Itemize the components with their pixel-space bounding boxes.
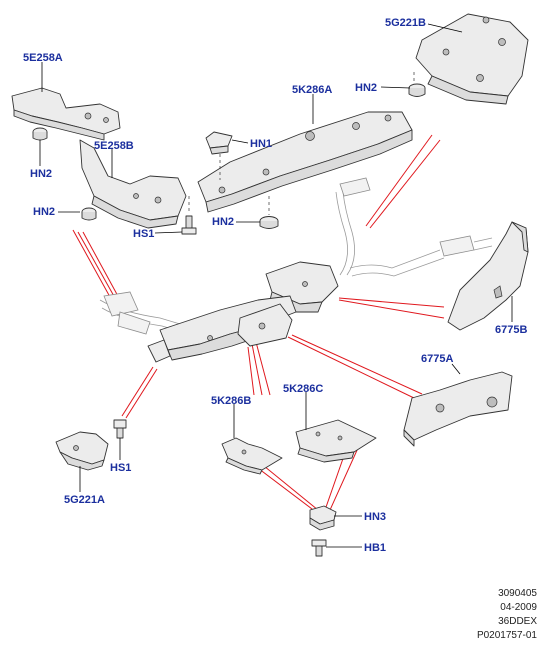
footer-model: 36DDEX <box>498 616 537 627</box>
label-6775a: 6775A <box>421 353 454 365</box>
bolt-hs1-lower <box>113 419 127 439</box>
label-hn2-top-right: HN2 <box>355 82 378 94</box>
label-hn3: HN3 <box>364 511 387 523</box>
nut-hn3 <box>309 505 337 531</box>
footer-date: 04-2009 <box>500 602 537 613</box>
part-5k286b <box>221 437 283 475</box>
nut-hn1 <box>205 131 233 155</box>
label-hn1: HN1 <box>250 138 273 150</box>
footer-ref: P0201757-01 <box>476 630 537 641</box>
nut-hn2-left-mid <box>81 207 97 221</box>
label-6775b: 6775B <box>495 324 528 336</box>
label-hs1-lower: HS1 <box>110 462 132 474</box>
part-5e258a <box>11 87 121 141</box>
part-5e258b <box>79 139 187 229</box>
part-5k286a <box>197 111 413 213</box>
label-5g221a: 5G221A <box>64 494 105 506</box>
label-5g221b: 5G221B <box>385 17 426 29</box>
part-6775a <box>403 371 513 447</box>
label-5e258a: 5E258A <box>23 52 63 64</box>
label-hn2-left-mid: HN2 <box>33 206 56 218</box>
label-5e258b: 5E258B <box>94 140 134 152</box>
bolt-hb1 <box>311 539 327 557</box>
exhaust-system-ghost <box>99 177 493 339</box>
part-6775b <box>447 221 529 331</box>
label-5k286c: 5K286C <box>283 383 324 395</box>
nut-hn2-top-right <box>408 83 426 97</box>
callout-lines <box>72 134 445 513</box>
label-hn2-center: HN2 <box>212 216 235 228</box>
label-hn2-left-upper: HN2 <box>30 168 53 180</box>
part-5g221b <box>413 13 529 105</box>
label-leaders <box>39 23 513 548</box>
nut-hn2-left-upper <box>32 127 48 141</box>
part-5k286c <box>295 419 377 463</box>
label-hb1: HB1 <box>364 542 387 554</box>
part-5g221a <box>55 431 109 471</box>
bolt-hs1-upper <box>181 215 197 235</box>
footer-code: 3090405 <box>498 588 537 599</box>
label-5k286b: 5K286B <box>211 395 252 407</box>
central-assembly <box>147 261 339 363</box>
nut-hn2-center <box>259 216 279 229</box>
label-5k286a: 5K286A <box>292 84 333 96</box>
label-hs1-upper: HS1 <box>133 228 155 240</box>
